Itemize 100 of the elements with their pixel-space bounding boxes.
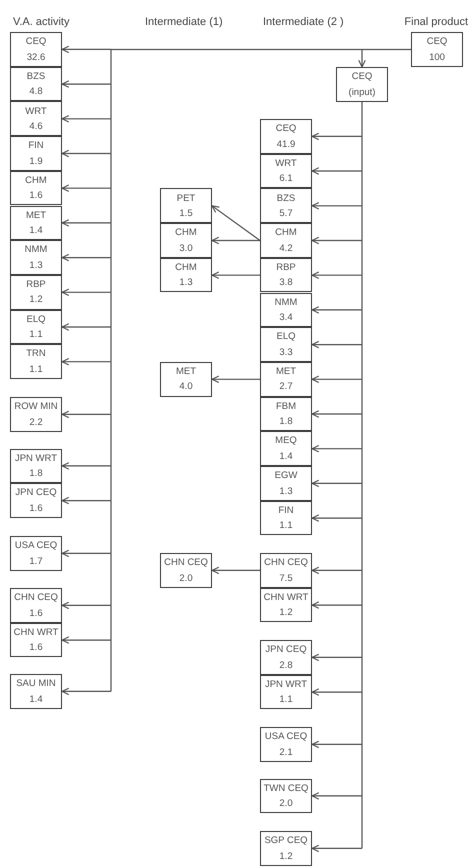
arrow [61,80,111,88]
box-value: 3.3 [279,346,293,358]
arrow [311,480,362,488]
box-value: 4.6 [29,120,43,132]
box-title: CHN CEQ [164,557,208,568]
arrow [311,688,362,696]
box-value: 1.4 [29,225,43,236]
box-value: 1.1 [279,694,293,706]
box-title: SAU MIN [16,678,56,690]
sector-box [260,553,312,588]
arrow [61,219,111,227]
sector-box [10,310,62,344]
arrow [311,340,362,348]
sector-box [10,588,62,623]
sector-box [260,640,312,675]
arrow [211,566,260,574]
box-value: 1.3 [29,260,43,271]
box-title: BZS [276,192,296,204]
box-value: 2.0 [279,798,293,810]
sector-box [10,170,62,206]
connector-line [111,48,411,50]
arrow [61,254,111,262]
sector-box [10,483,62,518]
box-title: CHN WRT [14,626,58,638]
box-title: CHM [175,262,197,273]
box-title: FBM [276,400,296,412]
sector-box [160,553,212,588]
box-value: 1.2 [29,294,43,306]
sector-box [160,223,212,258]
sector-box [10,274,62,310]
box-value: 1.5 [179,208,193,219]
box-value: 2.7 [279,381,293,392]
box-title: NMM [274,296,298,308]
box-title: NMM [24,244,48,256]
box-title: JPN WRT [14,452,58,464]
column-header: V.A. activity [13,16,70,29]
arrow [61,688,111,696]
connector-line [110,50,112,692]
arrow [61,46,111,54]
box-title: ELQ [26,314,46,325]
sector-box [160,258,212,292]
sector-box [10,136,62,171]
box-value: 1.6 [29,608,43,619]
box-title: ROW MIN [14,401,58,412]
box-value: 5.7 [279,208,293,219]
box-value: 6.1 [279,173,293,184]
arrow [61,358,111,366]
sector-box [260,362,312,397]
box-title: CEQ [426,36,448,48]
sector-box [260,431,312,466]
box-value: 2.1 [279,746,293,758]
arrow [311,844,362,852]
sector-box [10,674,62,709]
box-value: (input) [348,86,376,98]
sector-box [10,622,62,658]
box-title: MET [26,210,46,221]
box-value: 3.8 [279,277,293,288]
box-value: 1.8 [279,416,293,428]
sector-box [260,674,312,710]
arrow [61,115,111,123]
arrow [311,601,362,609]
sector-box [260,119,312,154]
arrow [311,271,362,279]
arrow [211,236,260,244]
box-title: FIN [28,140,44,152]
arrow [358,50,366,68]
box-title: ELQ [276,331,296,342]
box-value: 1.2 [279,850,293,862]
sector-box [260,588,312,622]
box-title: WRT [275,158,297,169]
box-value: 1.6 [29,502,43,514]
sector-box [260,831,312,866]
arrow [211,205,260,241]
sector-box [10,344,62,379]
arrow [311,566,362,574]
sector-box [160,362,212,397]
arrow [61,323,111,331]
arrow [61,462,111,470]
sector-box [260,223,312,258]
box-value: 1.1 [29,329,43,340]
box-title: USA CEQ [14,540,58,552]
sector-box [160,188,212,224]
connector-line [361,102,363,848]
box-title: MET [276,366,296,378]
sector-box [260,396,312,432]
box-value: 1.6 [29,190,43,202]
sector-box [10,66,62,102]
box-value: 1.4 [29,694,43,705]
box-value: 41.9 [276,138,296,150]
arrow [311,740,362,748]
arrow [311,514,362,522]
sector-box [10,101,62,136]
sector-box [260,500,312,536]
box-title: WRT [25,106,47,117]
arrow [311,792,362,800]
sector-box [336,67,388,102]
box-title: PET [176,192,196,204]
sector-box [10,240,62,275]
arrow [311,236,362,244]
box-value: 1.9 [29,156,43,167]
